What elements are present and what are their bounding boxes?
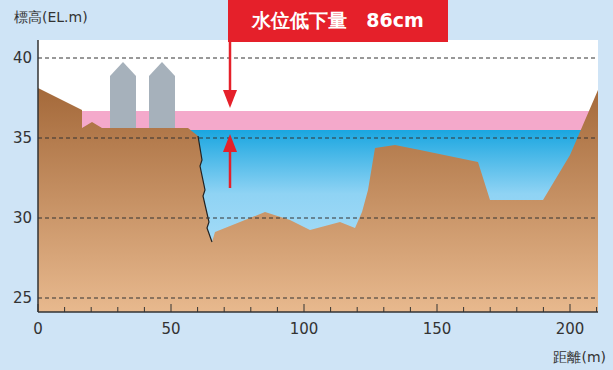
plot-area (38, 40, 598, 312)
callout-text: 水位低下量 86cm (252, 8, 424, 34)
tick-label: 35 (13, 131, 32, 146)
tick-label: 25 (13, 291, 32, 306)
grid-lines (38, 58, 598, 298)
axis-ticks (38, 304, 597, 312)
arrow-head (223, 90, 237, 108)
building (110, 62, 136, 128)
tick-label: 0 (33, 322, 43, 337)
axis-title: 標高(EL.m) (14, 10, 88, 24)
callout-box: 水位低下量 86cm (228, 0, 448, 42)
tick-label: 40 (13, 51, 32, 66)
arrow-line (229, 150, 232, 188)
x-axis (38, 311, 598, 313)
y-axis (37, 40, 39, 312)
axis-title: 距離(m) (553, 350, 606, 364)
tick-label: 30 (13, 211, 32, 226)
arrow-head (223, 134, 237, 152)
arrow-line (229, 42, 232, 92)
tick-label: 100 (290, 322, 319, 337)
revetment-line (198, 136, 212, 242)
tick-label: 150 (423, 322, 452, 337)
tick-label: 200 (556, 322, 585, 337)
tick-label: 50 (161, 322, 180, 337)
building (149, 62, 175, 128)
